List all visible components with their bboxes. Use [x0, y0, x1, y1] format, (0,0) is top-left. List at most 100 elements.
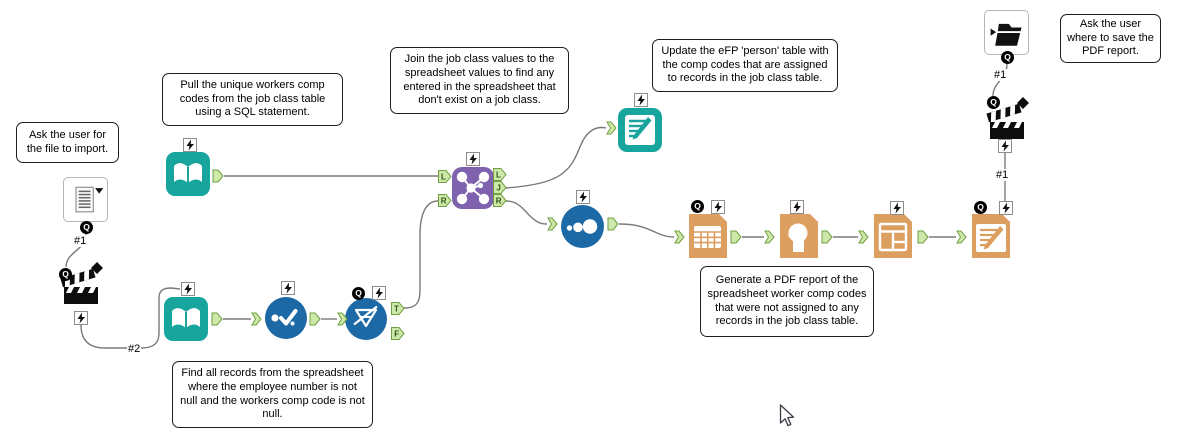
- question-anchor[interactable]: Q: [691, 200, 704, 213]
- output-anchor[interactable]: [309, 312, 321, 326]
- question-anchor[interactable]: Q: [80, 221, 93, 234]
- output-anchor-left-join[interactable]: L: [493, 168, 507, 181]
- sample-tool[interactable]: [560, 204, 605, 254]
- data-cleansing-icon: [265, 297, 307, 339]
- question-anchor[interactable]: Q: [59, 268, 72, 281]
- render-tool[interactable]: [969, 213, 1013, 264]
- action-icon: [60, 262, 103, 304]
- input-anchor[interactable]: [606, 121, 617, 135]
- svg-text:L: L: [441, 173, 446, 182]
- lightning-anchor[interactable]: [466, 152, 480, 166]
- comment-box[interactable]: Ask the user where to save the PDF repor…: [1060, 14, 1161, 63]
- question-anchor[interactable]: Q: [352, 287, 365, 300]
- lightning-anchor[interactable]: [281, 281, 295, 295]
- lightning-anchor[interactable]: [999, 201, 1013, 215]
- table-icon: [689, 214, 727, 258]
- output-anchor-join[interactable]: J: [493, 181, 507, 194]
- action-icon: [986, 97, 1029, 139]
- input-anchor-right[interactable]: R: [438, 194, 452, 207]
- comment-box[interactable]: Update the eFP 'person' table with the c…: [652, 39, 838, 92]
- filter-tool[interactable]: [344, 297, 388, 346]
- output-anchor[interactable]: [211, 312, 223, 326]
- svg-text:R: R: [441, 197, 447, 206]
- table-tool[interactable]: [686, 213, 730, 264]
- folder-browse-tool[interactable]: [984, 10, 1029, 55]
- output-anchor[interactable]: [212, 169, 224, 183]
- svg-text:F: F: [394, 330, 399, 339]
- lightning-anchor[interactable]: [634, 93, 648, 107]
- connection-wire[interactable]: [618, 223, 675, 238]
- render-icon: [972, 214, 1010, 258]
- lightning-icon: [77, 312, 85, 324]
- output-anchor[interactable]: [821, 230, 833, 244]
- layout-icon: [874, 214, 912, 258]
- connection-wire[interactable]: [80, 287, 181, 349]
- input-anchor[interactable]: [858, 230, 869, 244]
- input-anchor[interactable]: [674, 230, 685, 244]
- lightning-icon: [637, 94, 645, 106]
- input-anchor[interactable]: [764, 230, 775, 244]
- lightning-anchor[interactable]: [890, 201, 904, 215]
- input-anchor[interactable]: [337, 312, 348, 326]
- output-anchor[interactable]: [917, 230, 929, 244]
- comment-box[interactable]: Ask the user for the file to import.: [16, 122, 119, 163]
- lightning-icon: [1002, 202, 1010, 214]
- lightning-anchor[interactable]: [183, 138, 197, 152]
- input-anchor[interactable]: [547, 217, 558, 231]
- file-browse-icon: [74, 186, 103, 212]
- input-data-icon: [164, 297, 208, 341]
- comment-box[interactable]: Generate a PDF report of the spreadsheet…: [700, 266, 874, 337]
- lightning-anchor[interactable]: [790, 200, 804, 214]
- action-tool[interactable]: [982, 92, 1032, 149]
- input-data-tool-sql[interactable]: [166, 152, 210, 201]
- layout-tool[interactable]: [871, 213, 915, 264]
- connection-wire[interactable]: [403, 200, 439, 309]
- lightning-icon: [1001, 140, 1009, 152]
- lightning-icon: [793, 201, 801, 213]
- join-tool[interactable]: [452, 167, 494, 214]
- lightning-icon: [469, 153, 477, 165]
- lightning-anchor[interactable]: [711, 200, 725, 214]
- connection-label: #1: [995, 169, 1010, 181]
- output-anchor[interactable]: [730, 230, 742, 244]
- report-header-tool[interactable]: [777, 213, 821, 264]
- action-tool[interactable]: [56, 257, 106, 314]
- output-anchor-true[interactable]: T: [391, 302, 405, 315]
- input-anchor-left[interactable]: L: [438, 170, 452, 183]
- svg-text:R: R: [496, 197, 502, 206]
- connection-label: #1: [73, 235, 88, 247]
- mouse-cursor: [779, 404, 795, 427]
- svg-text:J: J: [496, 184, 500, 193]
- data-cleansing-tool[interactable]: [264, 296, 308, 345]
- lightning-icon: [284, 282, 292, 294]
- lightning-anchor[interactable]: [181, 282, 195, 296]
- input-anchor[interactable]: [251, 312, 262, 326]
- comment-box[interactable]: Join the job class values to the spreads…: [390, 47, 569, 114]
- lightning-icon: [714, 201, 722, 213]
- lightning-anchor[interactable]: [576, 190, 590, 204]
- output-anchor-right-join[interactable]: R: [493, 194, 507, 207]
- lightning-anchor[interactable]: [998, 139, 1012, 153]
- connection-wire[interactable]: [505, 200, 548, 225]
- lightning-icon: [375, 287, 383, 299]
- lightning-icon: [186, 139, 194, 151]
- output-anchor[interactable]: [607, 217, 619, 231]
- svg-text:L: L: [496, 171, 501, 180]
- lightning-anchor[interactable]: [74, 311, 88, 325]
- connection-wire[interactable]: [505, 126, 607, 189]
- output-data-tool[interactable]: [618, 108, 662, 157]
- comment-box[interactable]: Pull the unique workers comp codes from …: [162, 73, 343, 126]
- comment-box[interactable]: Find all records from the spreadsheet wh…: [172, 361, 373, 428]
- question-anchor[interactable]: Q: [987, 96, 1000, 109]
- output-data-icon: [618, 108, 662, 152]
- report-header-icon: [780, 214, 818, 258]
- lightning-anchor[interactable]: [372, 286, 386, 300]
- svg-text:T: T: [394, 305, 399, 314]
- input-anchor[interactable]: [956, 230, 967, 244]
- question-anchor[interactable]: Q: [1001, 51, 1014, 64]
- output-anchor-false[interactable]: F: [391, 327, 405, 340]
- file-browse-tool[interactable]: [63, 177, 108, 222]
- question-anchor[interactable]: Q: [974, 201, 987, 214]
- input-data-tool-spreadsheet[interactable]: [164, 297, 208, 346]
